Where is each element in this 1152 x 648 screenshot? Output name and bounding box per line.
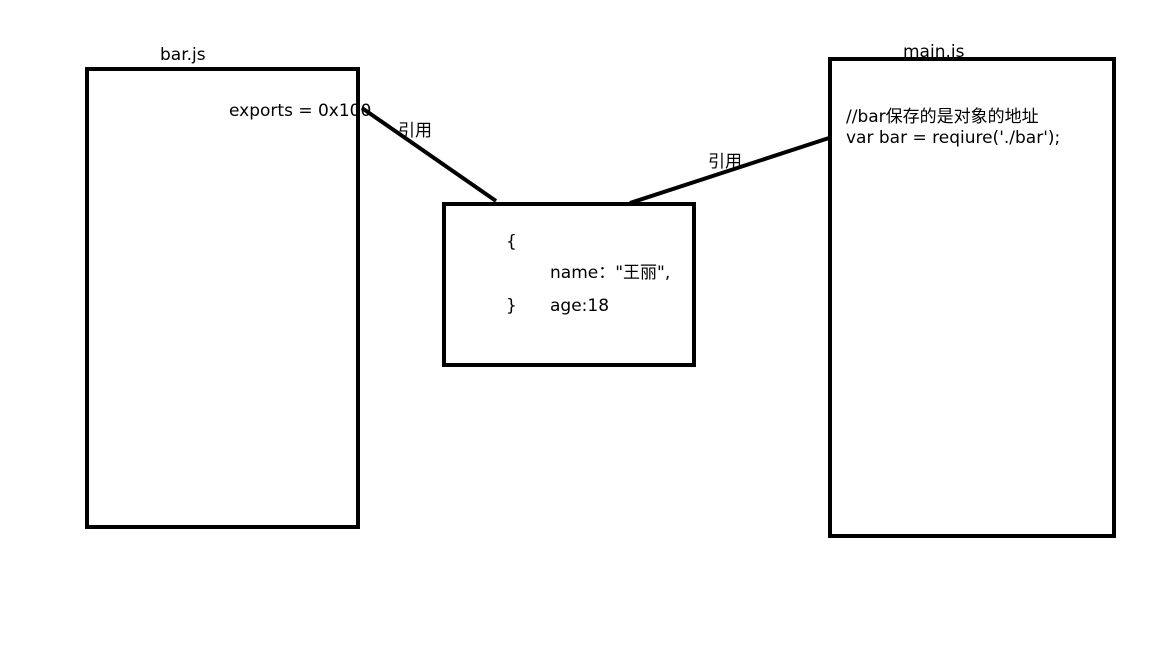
object-brace-close: } [506,296,517,316]
reference-label-right: 引用 [708,152,742,172]
bar-module-box [85,67,360,529]
object-name-line: name："王丽", [550,263,671,283]
main-code-line: var bar = reqiure('./bar'); [846,128,1061,148]
main-comment-line: //bar保存的是对象的地址 [846,107,1039,127]
bar-module-title: bar.js [160,45,206,65]
bar-exports-text: exports = 0x100 [229,101,372,121]
main-module-box [828,57,1116,538]
reference-label-left: 引用 [398,121,432,141]
object-box [442,202,696,367]
object-age-line: age:18 [550,296,610,316]
object-brace-open: { [506,232,517,252]
